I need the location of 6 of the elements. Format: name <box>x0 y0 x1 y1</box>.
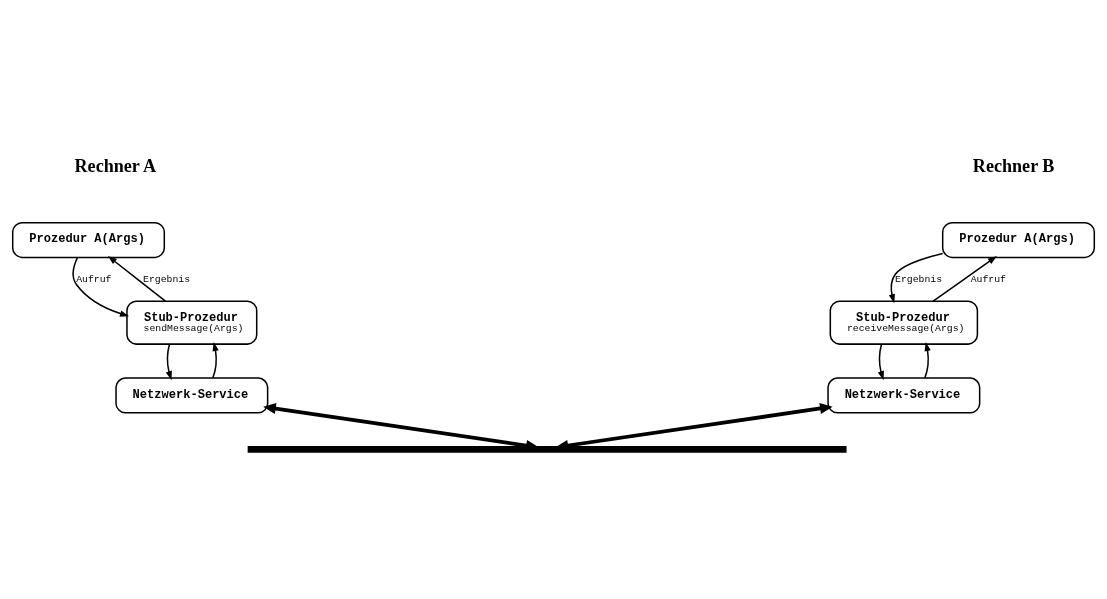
label: Rechner B <box>972 155 1055 176</box>
edge-label: Aufruf <box>970 273 1006 285</box>
label: Rechner A <box>74 155 157 176</box>
edge-label: Ergebnis <box>143 273 191 285</box>
edge-label: Aufruf <box>76 273 112 285</box>
edge-label: Ergebnis <box>895 273 943 285</box>
